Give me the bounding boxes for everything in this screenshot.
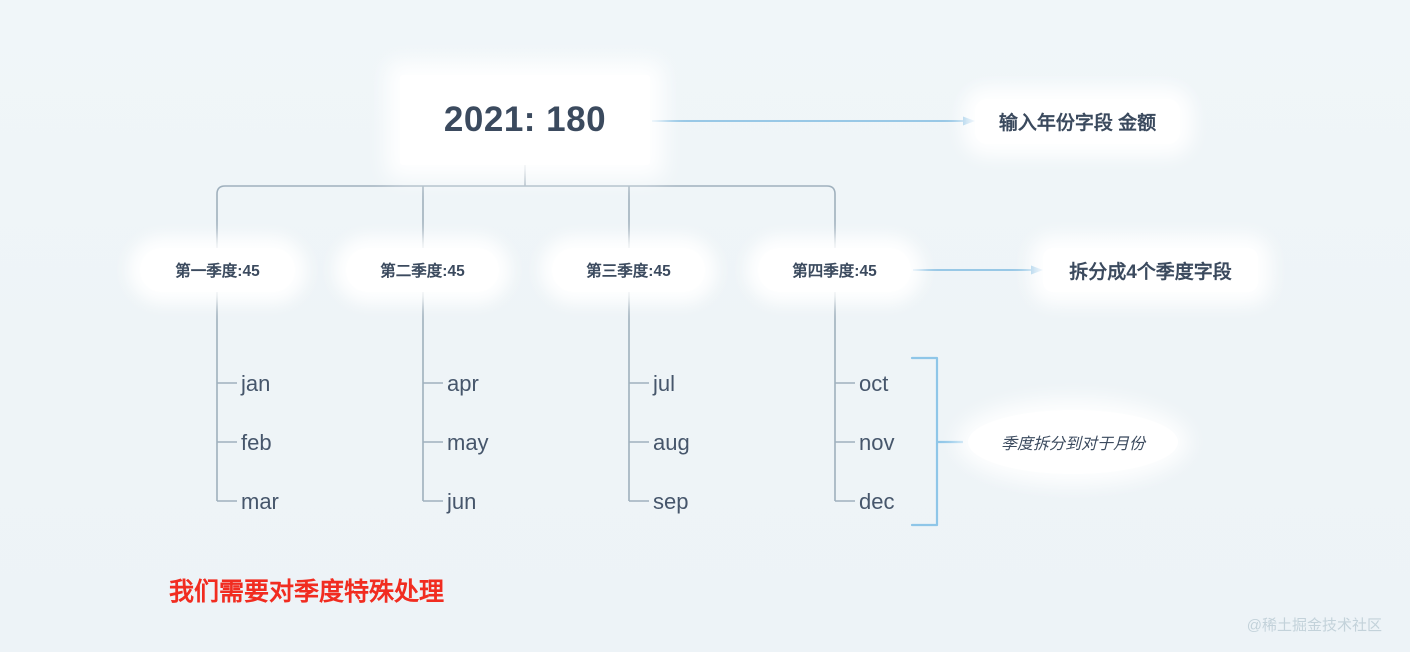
quarter-node-label: 第一季度:45 — [175, 263, 260, 280]
month-leaf-aug[interactable]: aug — [653, 430, 690, 455]
quarter-node-label: 第四季度:45 — [792, 263, 877, 280]
root-node-label: 2021: 180 — [443, 100, 607, 139]
month-leaf-oct[interactable]: oct — [859, 371, 889, 396]
quarter-node-q4[interactable]: 第四季度:45 — [758, 248, 911, 292]
month-leaf-nov[interactable]: nov — [859, 430, 895, 455]
callout-month-split: 季度拆分到对于月份 — [968, 410, 1178, 474]
callout-quarter-split: 拆分成4个季度字段 — [1043, 248, 1258, 292]
root-node[interactable]: 2021: 180 — [400, 75, 650, 165]
month-leaf-jun[interactable]: jun — [447, 489, 477, 514]
month-leaf-may[interactable]: may — [447, 430, 489, 455]
callout-month-split-text: 季度拆分到对于月份 — [1000, 436, 1145, 453]
quarter-node-q2[interactable]: 第二季度:45 — [346, 248, 499, 292]
month-leaf-sep[interactable]: sep — [653, 489, 689, 514]
month-leaf-dec[interactable]: dec — [859, 489, 895, 514]
watermark: @稀土掘金技术社区 — [1246, 617, 1382, 634]
footer-alert-note: 我们需要对季度特殊处理 — [169, 578, 445, 606]
month-leaf-mar[interactable]: mar — [241, 489, 279, 514]
month-leaf-jul[interactable]: jul — [653, 371, 676, 396]
quarter-node-q1[interactable]: 第一季度:45 — [140, 248, 295, 292]
callout-quarter-split-text: 拆分成4个季度字段 — [1069, 261, 1232, 283]
quarter-node-q3[interactable]: 第三季度:45 — [552, 248, 705, 292]
quarter-node-label: 第三季度:45 — [586, 263, 671, 280]
month-leaf-apr[interactable]: apr — [447, 371, 479, 396]
quarter-node-label: 第二季度:45 — [380, 263, 465, 280]
month-leaf-feb[interactable]: feb — [241, 430, 272, 455]
callout-year-field-text: 输入年份字段 金额 — [998, 113, 1157, 134]
callout-year-field: 输入年份字段 金额 — [975, 99, 1180, 144]
month-leaf-jan[interactable]: jan — [241, 371, 271, 396]
